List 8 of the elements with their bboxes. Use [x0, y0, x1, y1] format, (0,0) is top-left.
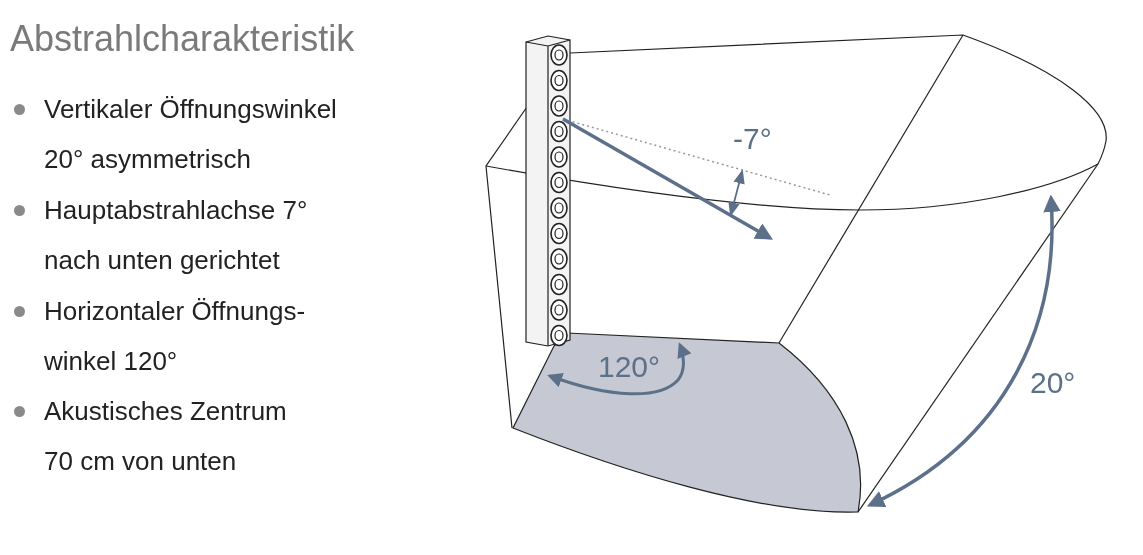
bullet-text: Horizontaler Öffnungs- winkel 120°: [44, 295, 306, 378]
angle-label: 120°: [598, 350, 661, 384]
angle-label: 20°: [1030, 366, 1076, 400]
bullet-text: Akustisches Zentrum 70 cm von unten: [44, 395, 287, 478]
bullet-text: Vertikaler Öffnungswinkel 20° asymmetrisch: [44, 93, 337, 176]
angle-label: -7°: [733, 122, 772, 156]
heading: Abstrahlcharakteristik: [10, 18, 355, 60]
bullet-text: Hauptabstrahlachse 7° nach unten gerichtet: [44, 194, 308, 277]
